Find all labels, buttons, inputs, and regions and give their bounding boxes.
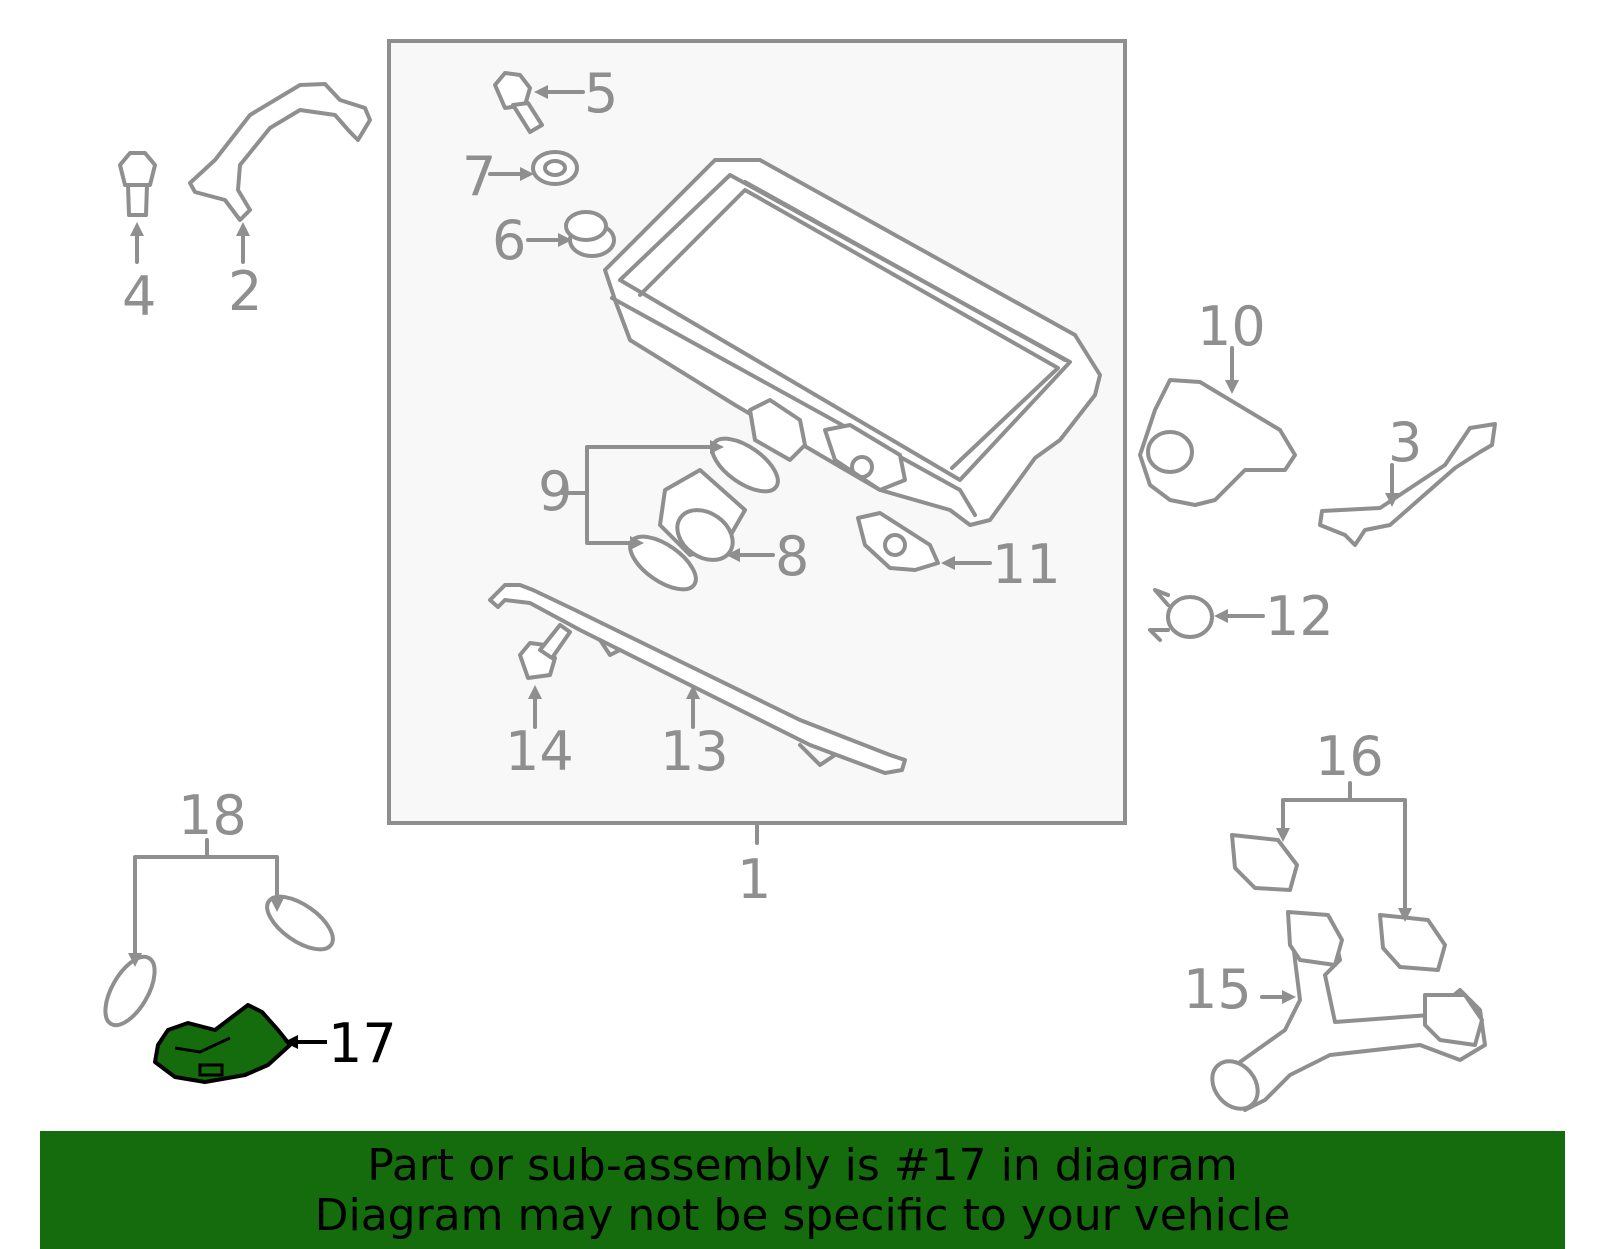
- clamp-18: [103, 894, 335, 1028]
- coupler-8: [658, 468, 747, 562]
- housing-10: [1138, 378, 1297, 507]
- pipe-13: [488, 583, 907, 775]
- callout-3: 3: [1388, 411, 1422, 474]
- callout-2: 2: [228, 260, 262, 323]
- grommet-6: [564, 210, 616, 258]
- intake-pipe-15: [1210, 910, 1487, 1112]
- callout-6: 6: [492, 209, 526, 272]
- callout-16: 16: [1315, 725, 1384, 788]
- callout-5: 5: [584, 62, 618, 125]
- info-banner: Part or sub-assembly is #17 in diagram D…: [40, 1131, 1565, 1249]
- callout-8: 8: [775, 525, 809, 588]
- callout-12: 12: [1265, 585, 1334, 648]
- bracket-3: [1318, 422, 1497, 547]
- intercooler-core: [603, 158, 1102, 527]
- callout-14: 14: [505, 720, 574, 783]
- washer-7: [531, 150, 579, 186]
- bolt-4: [118, 151, 157, 217]
- clamp-9: [628, 436, 780, 592]
- hose-17-highlighted: [153, 1003, 292, 1084]
- callout-13: 13: [660, 720, 729, 783]
- callout-17: 17: [328, 1012, 397, 1075]
- callout-1: 1: [737, 848, 771, 911]
- gasket-11: [856, 511, 940, 572]
- callout-11: 11: [992, 533, 1061, 596]
- banner-line-disclaimer: Diagram may not be specific to your vehi…: [314, 1190, 1291, 1241]
- gasket-16: [1230, 833, 1447, 972]
- callout-9: 9: [538, 460, 572, 523]
- callout-10: 10: [1197, 295, 1266, 358]
- bolt-5: [493, 71, 544, 134]
- banner-line-part: Part or sub-assembly is #17 in diagram: [367, 1140, 1238, 1191]
- callout-4: 4: [122, 265, 156, 328]
- clip-12: [1148, 588, 1214, 642]
- bracket-2: [188, 82, 372, 222]
- callout-15: 15: [1183, 958, 1252, 1021]
- bolt-14: [518, 623, 572, 680]
- callout-7: 7: [462, 145, 496, 208]
- callout-18: 18: [178, 784, 247, 847]
